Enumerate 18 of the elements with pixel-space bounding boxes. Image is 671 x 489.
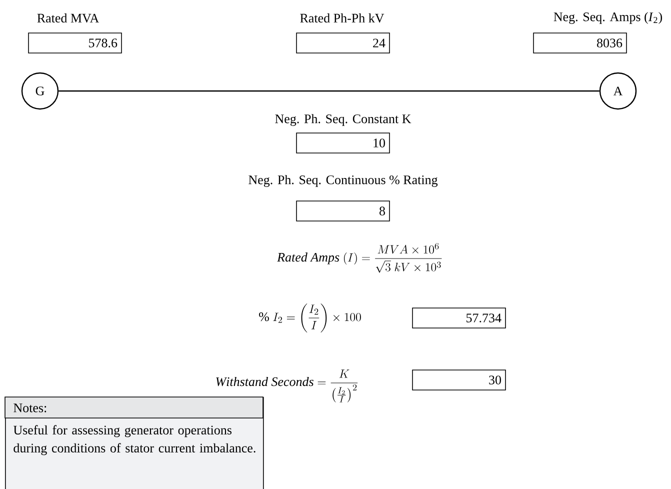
field-label: Rated MVA: [37, 13, 100, 23]
field-label: Rated Ph-Ph kV: [300, 13, 384, 23]
notes-text: Useful for assessing generator operations during conditions of stator current imbalance.: [13, 425, 256, 456]
field-label: Neg. Seq. Amps (I$_{2}$): [554, 12, 662, 24]
value-box: 24: [296, 32, 390, 54]
formula: $\mathit{Withstand\ Seconds} = \frac{K}{\left(\frac{I_{2}}{I}\right)^{2}}$: [216, 370, 358, 402]
value-box: 8: [296, 200, 390, 222]
value-box: 8036: [533, 32, 627, 54]
line: [58, 90, 600, 92]
formula: $\%\ I_{2} = \left(\frac{I_{2}}{I}\right) \times 100$: [259, 304, 361, 332]
value-box: 30: [412, 370, 506, 390]
value-box: 10: [296, 132, 390, 154]
value-box: 57.734: [412, 308, 506, 328]
formula: $\mathit{Rated\ Amps}\ (I) = \frac{MVA \times 10^{6}}{\sqrt{3}\ kV \times 10^{3}}$: [277, 243, 442, 273]
field-label: Neg. Ph. Seq. Constant K: [275, 114, 412, 126]
value-box: 578.6: [28, 32, 122, 54]
notes-heading: Notes:: [14, 404, 46, 412]
field-label: Neg. Ph. Seq. Continuous % Rating: [248, 175, 438, 187]
